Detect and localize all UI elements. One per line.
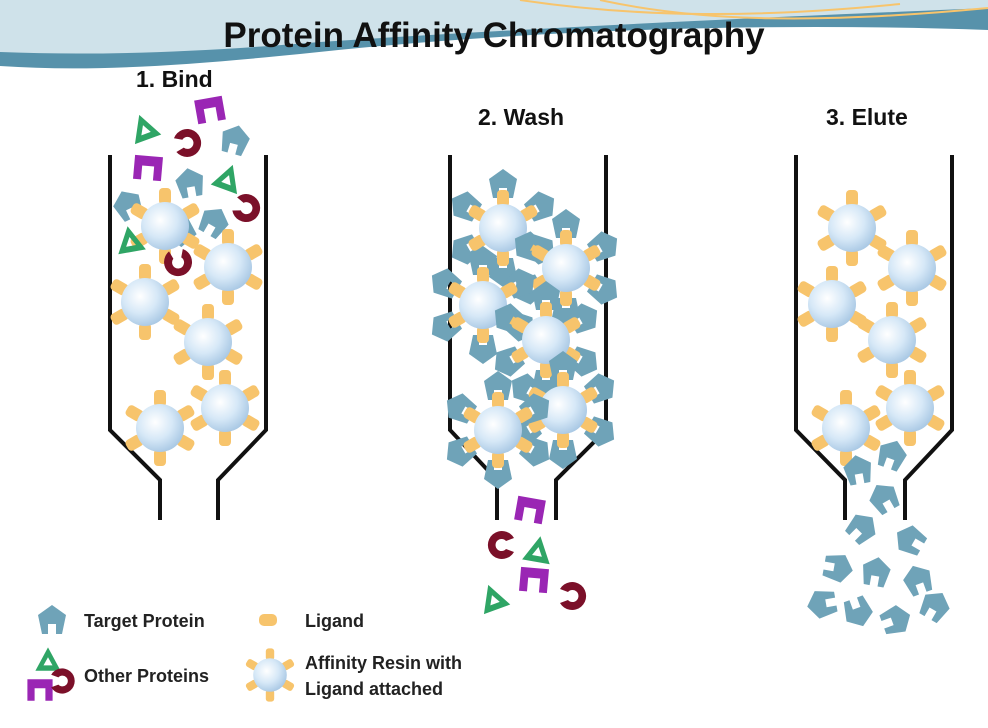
maroon-crescent-icon [51, 668, 75, 694]
resin-bead-icon [244, 648, 296, 702]
legend-target-protein: Target Protein [84, 611, 205, 631]
page-title: Protein Affinity Chromatography [223, 16, 765, 55]
target-protein-icon [38, 605, 66, 634]
ligand-icon [259, 614, 277, 626]
legend-icons [27, 605, 296, 702]
green-triangle-icon [35, 647, 61, 671]
wash-contents [425, 169, 624, 615]
step-wash-label: 2. Wash [478, 104, 565, 130]
legend-resin-line2: Ligand attached [305, 679, 444, 699]
legend-other-proteins: Other Proteins [84, 666, 210, 686]
header-band [0, 0, 988, 69]
column-elute [794, 155, 954, 520]
bind-contents [108, 95, 265, 466]
purple-notch-icon [27, 679, 53, 701]
column-bind [108, 155, 268, 520]
step-elute-label: 3. Elute [826, 104, 908, 130]
legend-ligand: Ligand [305, 611, 364, 631]
legend-resin-line1: Affinity Resin with [305, 653, 462, 673]
elute-contents [796, 190, 955, 638]
step-bind-label: 1. Bind [136, 66, 213, 92]
